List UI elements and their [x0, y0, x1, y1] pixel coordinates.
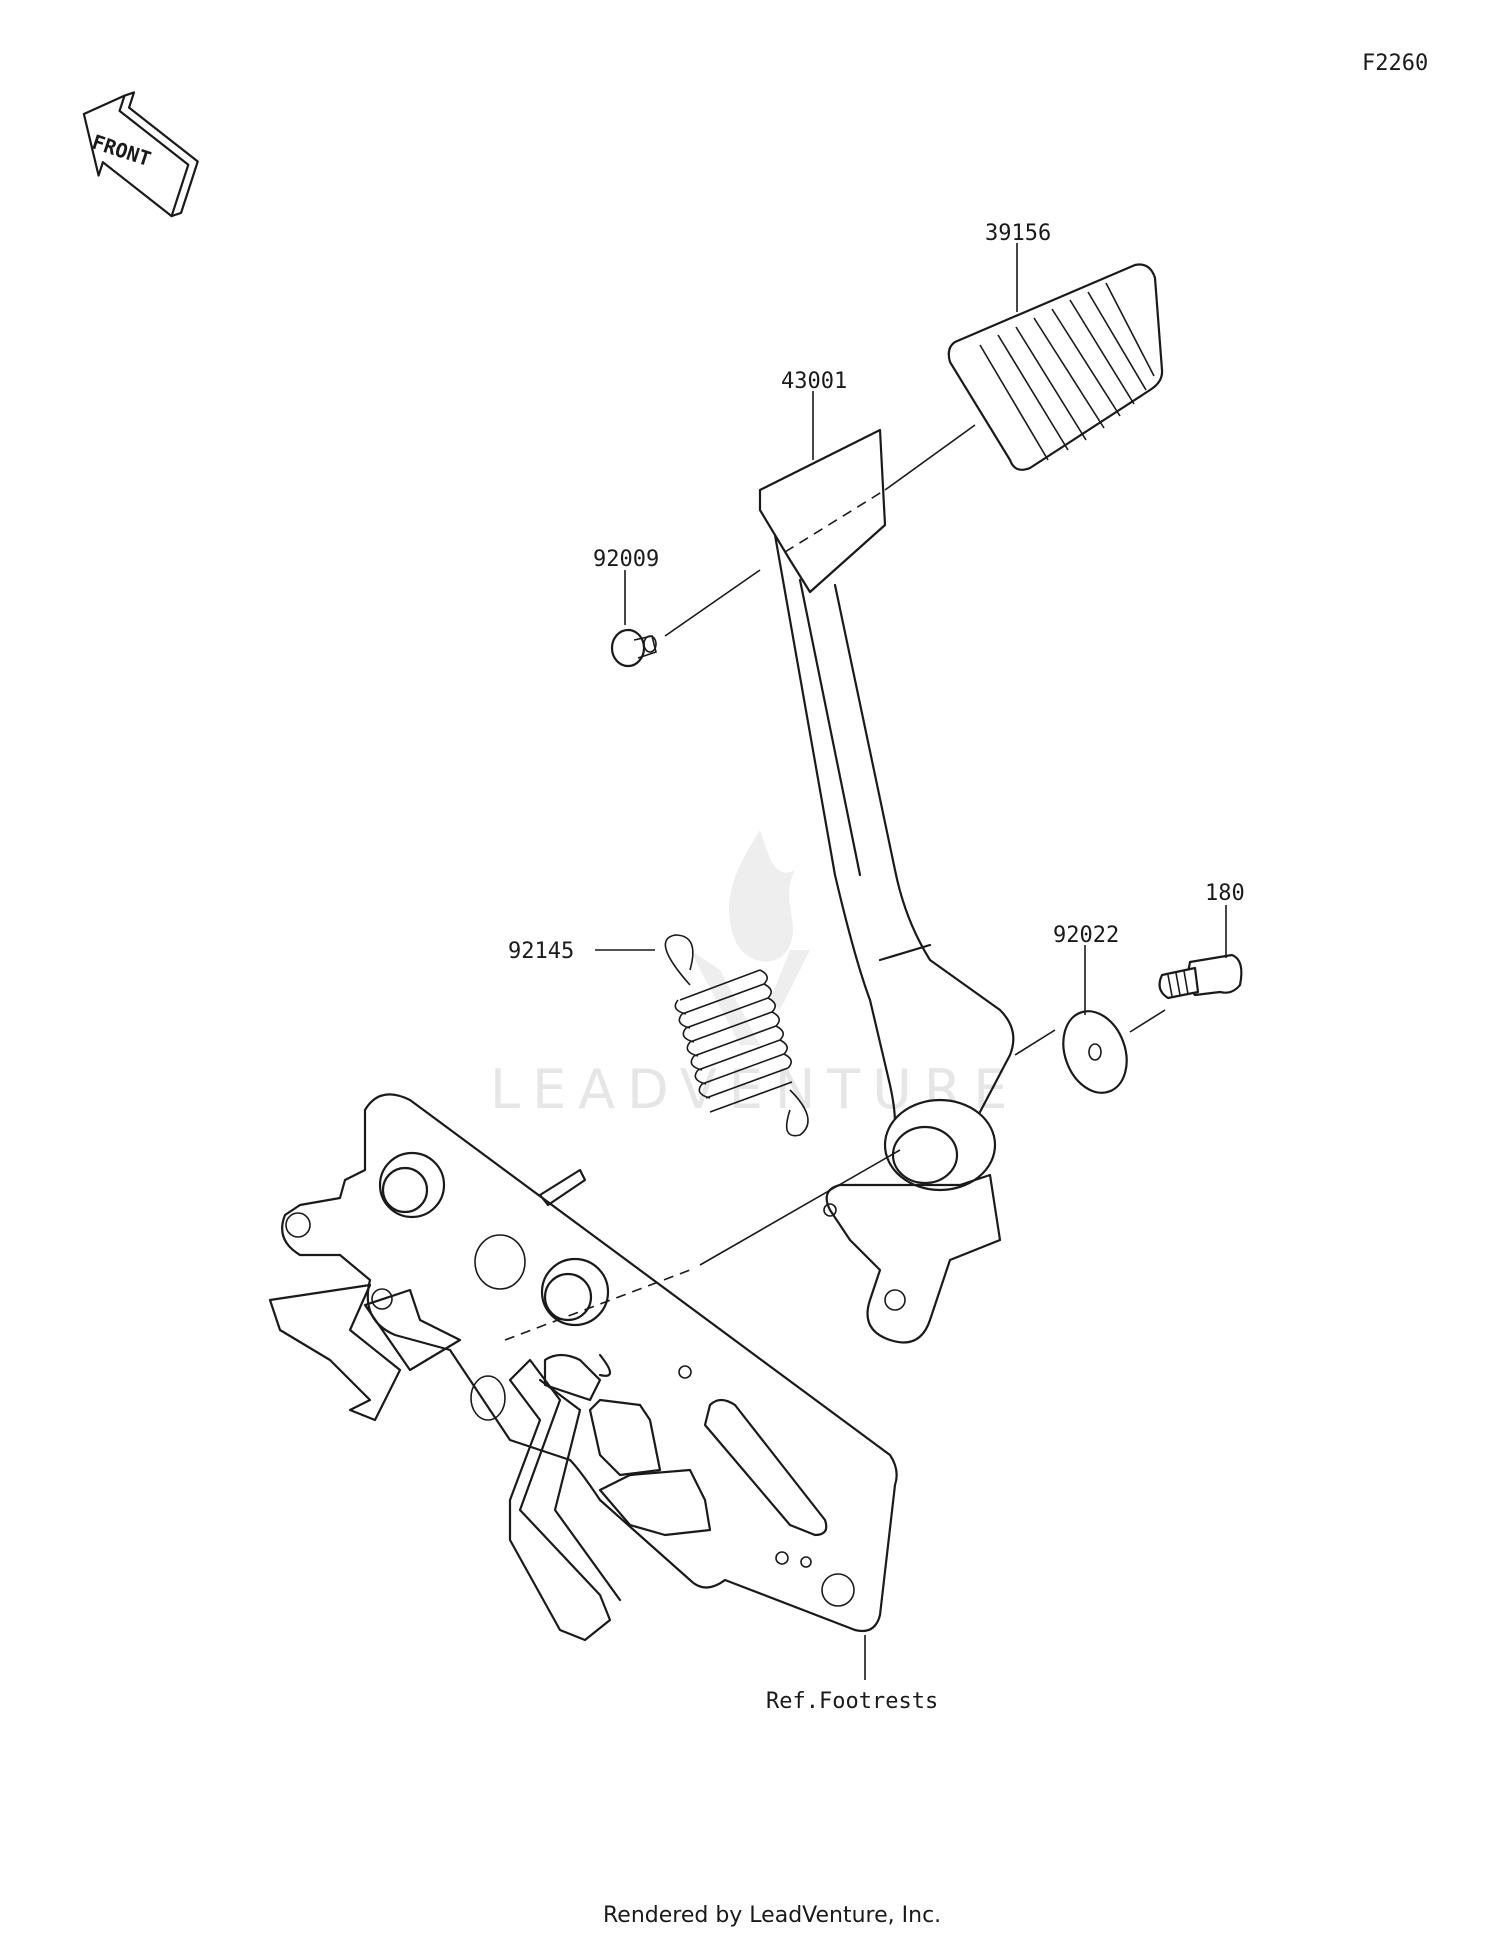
watermark: LEADVENTURE	[490, 830, 1007, 1121]
callout-92009: 92009	[593, 547, 659, 572]
callout-39156: 39156	[985, 221, 1051, 246]
callout-43001: 43001	[781, 369, 847, 394]
bolt-drawing	[1158, 953, 1243, 1000]
brake-pedal-drawing	[758, 428, 1015, 1344]
footrest-bracket-drawing	[268, 1093, 898, 1642]
callout-92145: 92145	[508, 939, 574, 964]
callout-92022: 92022	[1053, 923, 1119, 948]
washer-drawing	[1062, 1010, 1128, 1094]
leader-lines	[595, 243, 1227, 1680]
footer-credit: Rendered by LeadVenture, Inc.	[603, 1903, 941, 1928]
assembly-lines	[504, 424, 1166, 1341]
callout-ref-footrests: Ref.Footrests	[766, 1689, 938, 1714]
callout-180: 180	[1205, 881, 1245, 906]
figure-code: F2260	[1362, 51, 1428, 76]
pedal-pad-drawing	[947, 263, 1164, 471]
spring-drawing	[664, 934, 809, 1137]
nut-drawing	[610, 628, 657, 668]
front-arrow-icon: FRONT	[82, 91, 199, 218]
watermark-logo-icon	[690, 830, 810, 1045]
